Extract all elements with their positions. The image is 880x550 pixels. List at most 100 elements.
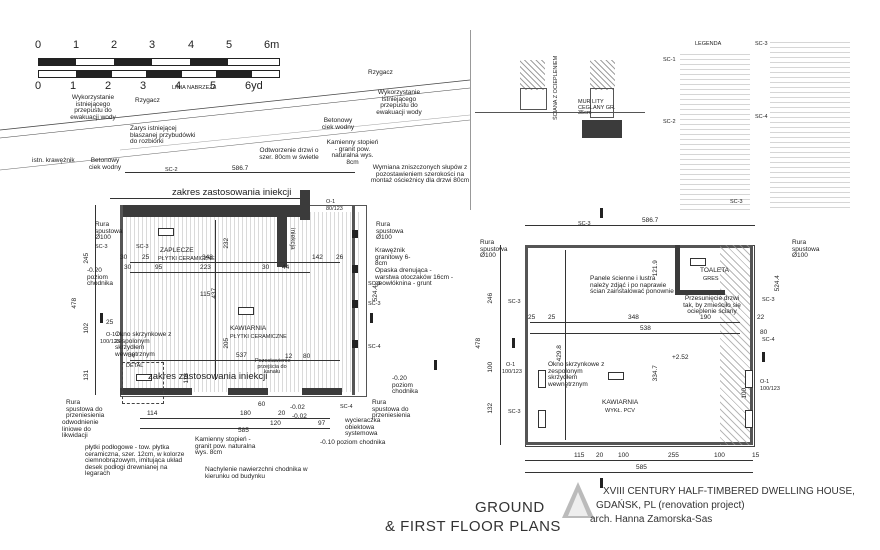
label-betonowy-ciek-l: Betonowy ciek wodny [88, 157, 122, 171]
dim-95: 95 [155, 264, 163, 271]
label-sc-3: SC-3 [368, 301, 381, 307]
label-poziom-chodnika-b: -0.10 poziom chodnika [320, 439, 386, 446]
label-toaleta: TOALETA [700, 267, 730, 274]
label-okno-skrzynkowe-first: Okno skrzynkowe z zespolonym skrzydłem w… [548, 361, 605, 388]
label-rura-r: Rura spustowa Ø100 [376, 221, 404, 241]
label-sc-f6: SC-3 [730, 199, 743, 205]
dim-102: 102 [83, 322, 91, 334]
label-sciana-ocieplenie: ŚCIANA Z OCIEPLENIEM [553, 55, 559, 120]
label-zakres-bottom: zakres zastosowania iniekcji [148, 371, 268, 382]
label-kamienny-stopien: Kamienny stopień - granit pow. naturalna… [326, 139, 379, 166]
dim-26: 26 [336, 254, 344, 261]
dim-524-4-first: 524.4 [773, 275, 781, 292]
label-plytki-2: PŁYTKI CERAMICZNE [230, 334, 287, 340]
label-rzygacz-1: Rzygacz [135, 97, 160, 104]
dim-246-first: 246 [487, 292, 495, 304]
dim-585-first: 585 [636, 464, 647, 471]
dim-line-top [125, 172, 355, 173]
scale-m-0: 0 [35, 39, 42, 51]
dim-30-c: 30 [262, 264, 270, 271]
label-kawiarnia: KAWIARNIA [230, 325, 267, 332]
dim-15-first: 15 [752, 452, 760, 459]
okno-code-2: 100/123 [100, 339, 120, 345]
scale-m-3: 3 [149, 39, 156, 51]
dim-20-first: 20 [596, 452, 604, 459]
dim-478: 478 [71, 297, 79, 309]
title-line-1: GROUND [475, 499, 545, 516]
scale-yd-0: 0 [35, 80, 42, 92]
okno-code-3: O-1 [326, 199, 336, 205]
label-rura-przeniesienia: Rura spustowa do przeniesienia [66, 399, 105, 419]
label-betonowy-ciek-r: Betonowy ciek wodny [321, 117, 355, 131]
quay-lines [0, 79, 470, 171]
scale-yd-4: 4 [175, 80, 182, 92]
title-line-2: & FIRST FLOOR PLANS [385, 518, 561, 535]
detal-callout [122, 362, 164, 404]
dim-100-b: 100 [741, 387, 749, 399]
label-detal: DETAL [126, 363, 144, 369]
okno-code-1: O-1 / L [106, 332, 123, 338]
label-rura-przeniesienia-r: Rura spustowa do przeniesienia [372, 399, 411, 419]
scale-yd-6: 6yd [245, 80, 263, 92]
dim-12: 12 [285, 353, 293, 360]
scale-m-2: 2 [111, 39, 118, 51]
label-przesuniecie: Przesunięcie drzwi tak, by zmieściło się… [683, 295, 741, 315]
okno-code-4: 80/123 [326, 206, 343, 212]
dim-586-7: 586.7 [232, 165, 249, 172]
label-sc-1: SC-3 [136, 244, 149, 250]
dim-25-b: 25 [106, 319, 114, 326]
label-sc2: SC-2 [663, 119, 676, 125]
label-poziom-first: +2.52 [672, 354, 689, 361]
label-opaska: Opaska drenująca - warstwa otoczaków 16c… [375, 267, 454, 287]
scale-m-6: 6m [264, 39, 280, 51]
okno-f2: 100/123 [502, 369, 522, 375]
dim-30-d: 30 [128, 352, 136, 359]
dim-25-a: 25 [142, 254, 150, 261]
label-sc-5: SC-4 [340, 404, 353, 410]
label-rura-l-first: Rura spustowa Ø100 [480, 239, 508, 259]
dim-25-first: 25 [548, 314, 556, 321]
label-istn-krawesnik: istn. krawężnik [32, 157, 75, 164]
label-sc1: SC-1 [663, 57, 676, 63]
label-sc-f5: SC-3 [578, 221, 591, 227]
label-zaplecze: ZAPLECZE [160, 247, 194, 254]
label-kamienny-stopien-b: Kamienny stopień - granit pow. naturalna… [195, 436, 256, 456]
dim-80-first: 80 [760, 329, 768, 336]
label-wycieraczka: wycieraczka obiektowa systemowa [345, 417, 381, 437]
label-sc-6: SC-3 [368, 281, 381, 287]
dim-232: 232 [223, 237, 231, 249]
okno-f3: O-1 [760, 379, 770, 385]
dim-100-d: 100 [714, 452, 725, 459]
okno-f4: 100/123 [760, 386, 780, 392]
dim-223: 223 [200, 264, 211, 271]
dim-586-7-first: 586.7 [642, 217, 659, 224]
scale-yd-1: 1 [70, 80, 77, 92]
dim-255-first: 255 [668, 452, 679, 459]
scale-yd-2: 2 [105, 80, 112, 92]
dim-437: 437 [211, 287, 219, 299]
label-przejscie: Pozostawienie przejścia do kanału [255, 358, 291, 375]
scale-yd-5: 5 [210, 80, 217, 92]
label-gres: GRES [703, 276, 719, 282]
label-wykorzystanie-r: Wykorzystanie istniejącego przepustu do … [376, 89, 422, 116]
label-sc-2: SC-3 [95, 244, 108, 250]
label-sc-f4: SC-4 [762, 337, 775, 343]
dim-120: 120 [270, 420, 281, 427]
dim-245: 245 [83, 252, 91, 264]
dim-429-8: 429.8 [555, 345, 563, 362]
dim-97: 97 [318, 420, 326, 427]
label-panele: Panele ścienne i lustra należy zdjąć i p… [590, 275, 674, 295]
dim-132-first: 132 [487, 402, 495, 414]
dim-348: 348 [202, 254, 213, 261]
dim-44: 44 [282, 264, 290, 271]
okno-f1: O-1 [506, 362, 516, 368]
wall-top [120, 205, 305, 217]
dim-115: 115 [200, 291, 211, 298]
dim-minus-002-b: -0.02 [292, 413, 307, 420]
dim-585: 585 [238, 427, 249, 434]
label-odwodnienie: odwodnienie liniowe do likwidacji [62, 419, 99, 439]
label-plytki-1: PŁYTKI CERAMICZNE [158, 256, 215, 262]
label-sc-f2: SC-3 [508, 409, 521, 415]
label-sc4: SC-4 [755, 114, 768, 120]
label-rura-l: Rura spustowa Ø100 [95, 221, 123, 241]
